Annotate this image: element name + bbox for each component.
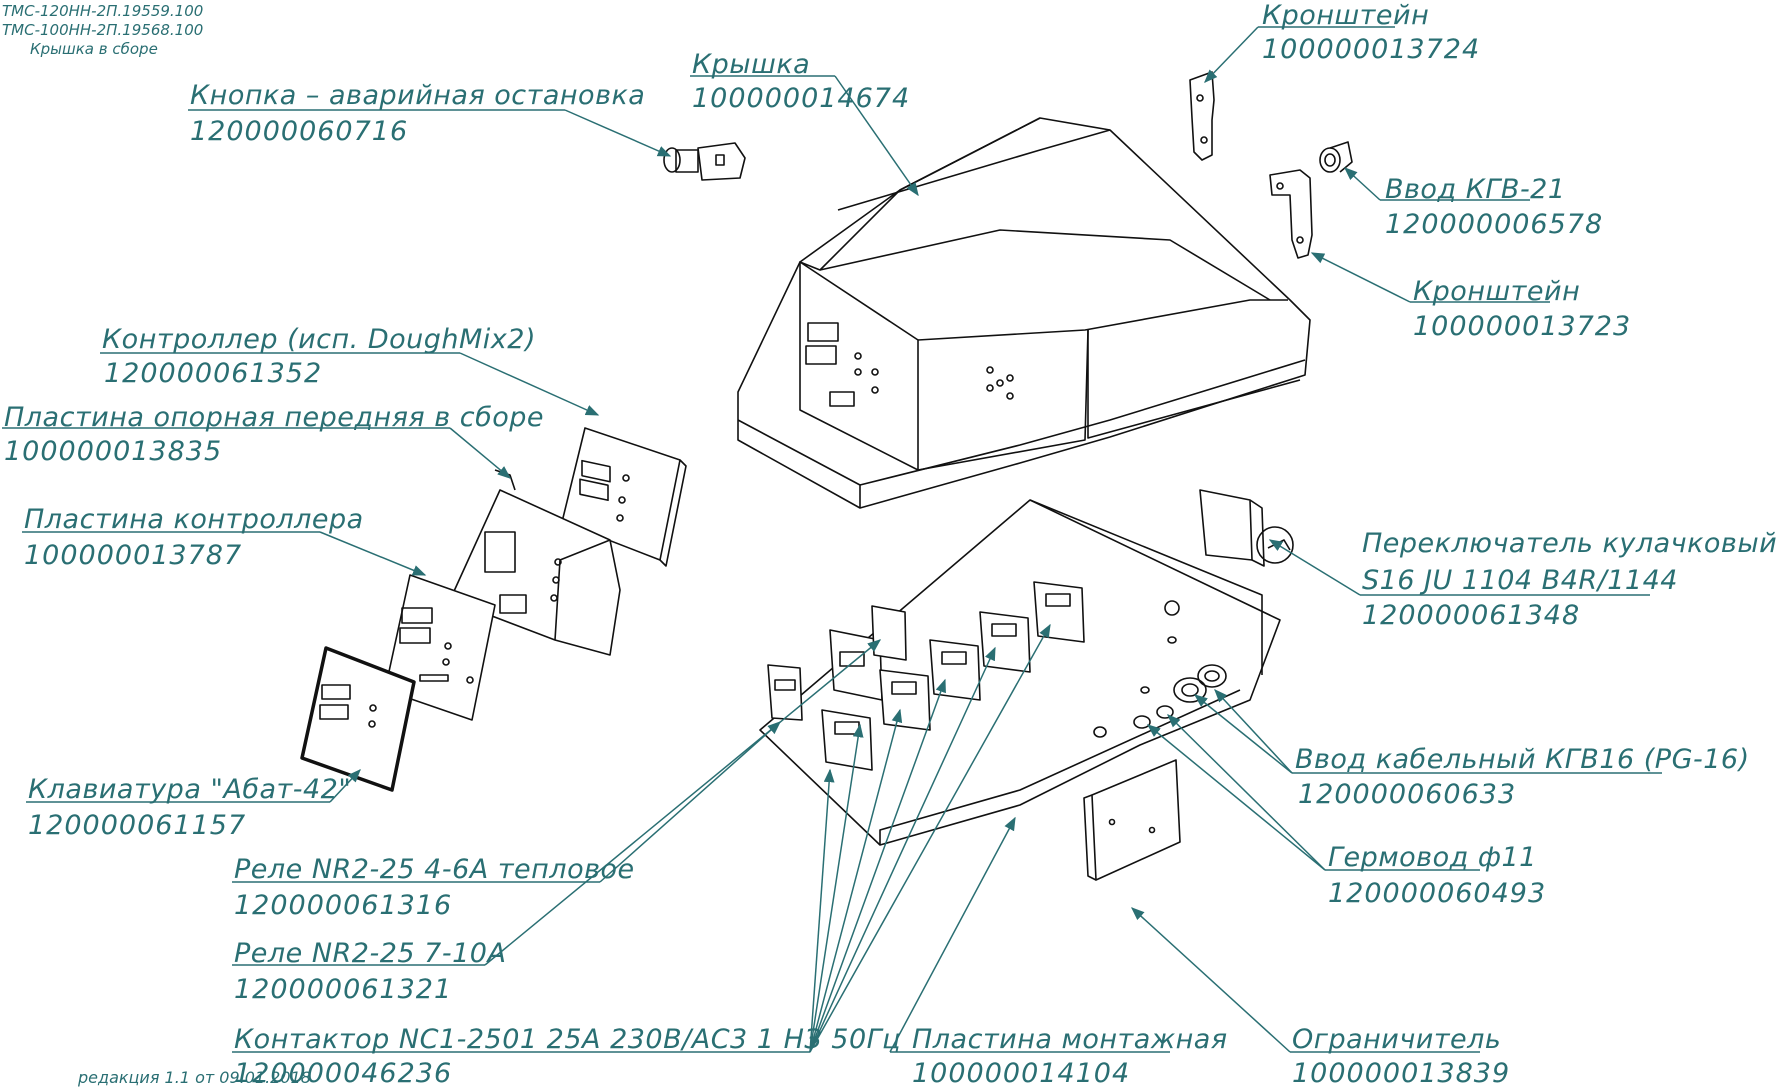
callout-knopka-code: 120000060716 <box>190 116 409 147</box>
callout-klaviatura-name: Клавиатура "Абат-42" <box>28 774 352 805</box>
revision-note: редакция 1.1 от 09.01.2018 <box>78 1068 311 1087</box>
bracket-2-part <box>1269 169 1313 259</box>
callout-germovvod-name: Гермовод ф11 <box>1328 842 1537 873</box>
callout-kronshtein-1-code: 100000013724 <box>1262 34 1481 65</box>
callout-kronshtein-1-name: Кронштейн <box>1262 0 1430 31</box>
callout-rele-7-10-name: Реле NR2-25 7-10А <box>234 938 507 969</box>
cable-glands-part <box>1093 636 1227 738</box>
mounting-plate-part <box>759 499 1281 846</box>
callout-knopka-name: Кнопка – аварийная остановка <box>190 80 646 111</box>
callout-rele-7-10-code: 120000061321 <box>234 974 453 1005</box>
cam-switch-part <box>1199 489 1294 567</box>
controller-part <box>561 427 687 567</box>
callout-kontroller-name: Контроллер (исп. DoughMix2) <box>102 324 536 355</box>
callout-vvod-kgv21-name: Ввод КГВ-21 <box>1385 174 1566 205</box>
contactor-1-part <box>821 709 873 771</box>
bracket-1-part <box>1189 71 1215 161</box>
callout-kontaktor-name: Контактор NC1-2501 25А 230В/АС3 1 НЗ 50Г… <box>234 1024 902 1055</box>
callout-pereklyuchatel-name: Переключатель кулачковый <box>1362 528 1777 559</box>
contactor-2-part <box>879 669 931 731</box>
relay-3-part <box>871 605 907 661</box>
contactor-5-part <box>1033 581 1085 643</box>
relay-1-part <box>767 664 803 721</box>
header-line-2: ТМС-100НН-2П.19568.100 <box>2 20 204 39</box>
callout-rele-teplovoe-name: Реле NR2-25 4-6А тепловое <box>234 854 635 885</box>
callout-plastina-montazhnaya-code: 100000014104 <box>912 1058 1131 1089</box>
callout-plastina-montazhnaya-name: Пластина монтажная <box>912 1024 1228 1055</box>
callout-klaviatura-code: 120000061157 <box>28 810 247 841</box>
callout-plastina-kontrollera-name: Пластина контроллера <box>24 504 364 535</box>
callout-kontroller-code: 120000061352 <box>104 358 323 389</box>
callout-pereklyuchatel-model: S16 JU 1104 B4R/1144 <box>1362 565 1678 596</box>
callout-pereklyuchatel-code: 120000061348 <box>1362 600 1581 631</box>
gland-kgv21-part <box>1319 141 1353 173</box>
limiter-plate-part <box>1083 759 1181 881</box>
callout-vvod-kgv21-code: 120000006578 <box>1385 209 1604 240</box>
callout-ogranichitel-code: 100000013839 <box>1292 1058 1511 1089</box>
callout-plastina-opornaya-name: Пластина опорная передняя в сборе <box>4 402 545 433</box>
callout-plastina-kontrollera-code: 100000013787 <box>24 540 243 571</box>
callout-kryshka-code: 100000014674 <box>692 83 911 114</box>
callout-plastina-opornaya-code: 100000013835 <box>4 436 223 467</box>
callout-kronshtein-2-name: Кронштейн <box>1413 276 1581 307</box>
callout-germovvod-code: 120000060493 <box>1328 878 1547 909</box>
callout-vvod-kgv16-name: Ввод кабельный КГВ16 (PG-16) <box>1295 744 1750 775</box>
callout-kronshtein-2-code: 100000013723 <box>1413 311 1632 342</box>
callout-ogranichitel-name: Ограничитель <box>1292 1024 1502 1055</box>
contactor-3-part <box>929 639 981 701</box>
callout-kryshka-name: Крышка <box>692 49 811 80</box>
callout-vvod-kgv16-code: 120000060633 <box>1298 779 1517 810</box>
header-line-1: ТМС-120НН-2П.19559.100 <box>2 2 204 20</box>
keypad-part <box>300 646 416 792</box>
callout-rele-teplovoe-code: 120000061316 <box>234 890 453 921</box>
cover-part <box>737 117 1311 509</box>
drawing-header: ТМС-120НН-2П.19559.100 ТМС-100НН-2П.1956… <box>2 2 203 58</box>
header-line-3: Крышка в сборе <box>30 39 158 58</box>
callout-kontaktor-code: 120000046236 <box>234 1058 453 1089</box>
drawing-canvas <box>2 26 1662 1053</box>
emergency-button-part <box>663 142 746 181</box>
